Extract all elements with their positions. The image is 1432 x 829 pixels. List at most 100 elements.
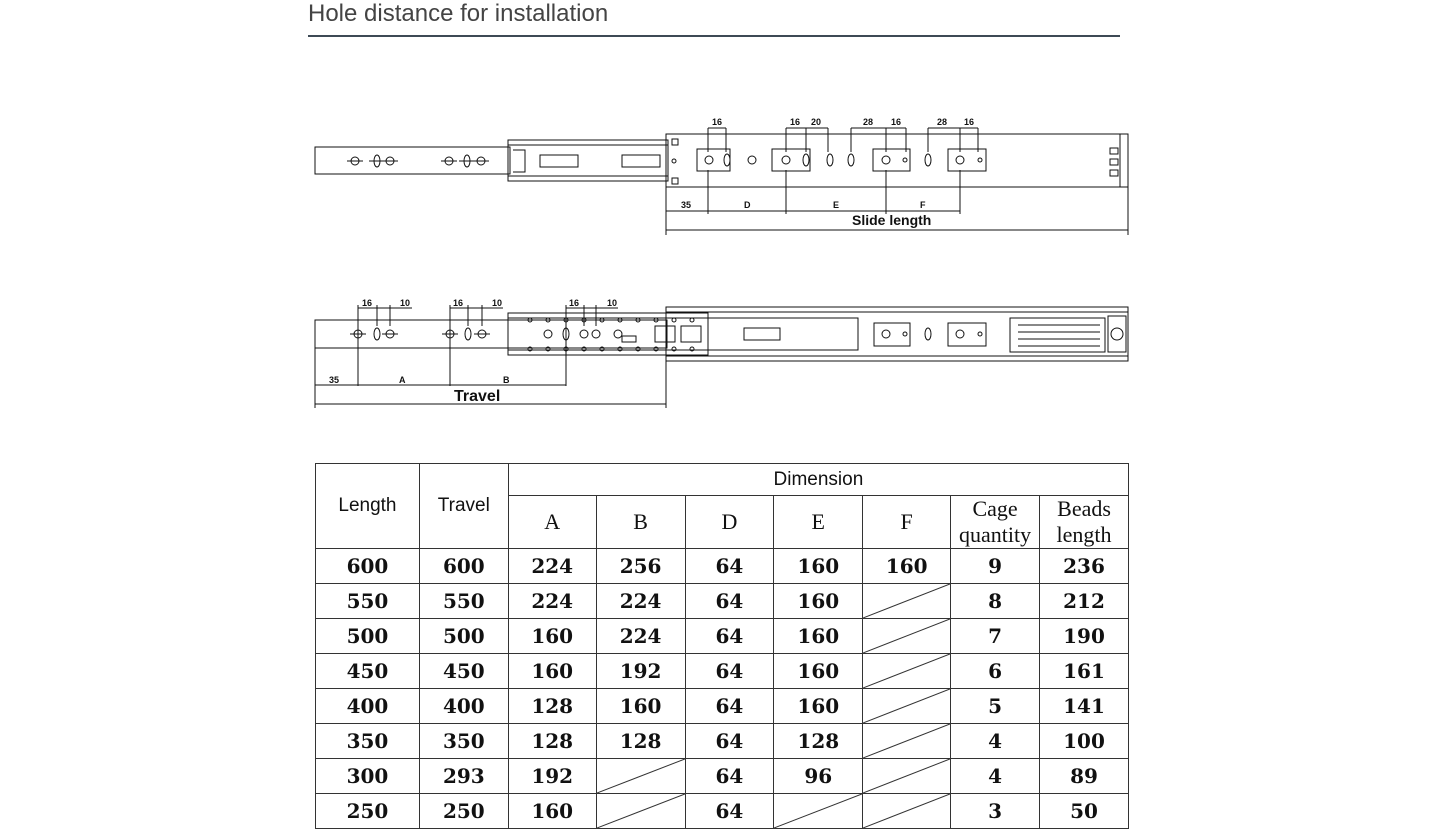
cell-d: 64 <box>684 688 775 724</box>
cell-b: 224 <box>595 618 686 654</box>
cell-d: 64 <box>684 653 775 689</box>
cell-a: 224 <box>507 548 597 584</box>
cell-beads: 190 <box>1039 618 1129 654</box>
header-beads-length: Beads length <box>1039 495 1129 549</box>
cell-length: 350 <box>315 723 420 759</box>
cell-cage: 6 <box>950 653 1041 689</box>
table-header-row: Length Travel Dimension <box>315 463 1130 549</box>
cell-b: 256 <box>595 548 686 584</box>
slide-length-label: Slide length <box>852 212 931 228</box>
cell-cage: 8 <box>950 583 1041 619</box>
empty-cell <box>862 723 952 759</box>
cell-a: 128 <box>507 723 597 759</box>
cell-d: 64 <box>684 583 775 619</box>
cell-length: 300 <box>315 758 420 794</box>
empty-cell <box>595 758 686 794</box>
header-b: B <box>595 495 686 549</box>
bottom-slide-drawing <box>314 306 1129 362</box>
cell-b: 192 <box>595 653 686 689</box>
dim-label: 16 <box>891 117 901 127</box>
cell-length: 600 <box>315 548 420 584</box>
cell-cage: 4 <box>950 758 1041 794</box>
dimension-table: Length Travel Dimension A B D E F Cage q… <box>315 463 1130 829</box>
table-subheader-row: A B D E F Cage quantity Beads length <box>316 495 1129 549</box>
empty-cell <box>862 793 952 829</box>
cell-a: 192 <box>507 758 597 794</box>
cell-d: 64 <box>684 618 775 654</box>
empty-cell <box>862 618 952 654</box>
cell-length: 550 <box>315 583 420 619</box>
cell-length: 250 <box>315 793 420 829</box>
dim-label: 10 <box>492 298 502 308</box>
cell-length: 450 <box>315 653 420 689</box>
cell-f: 160 <box>862 548 952 584</box>
cell-a: 160 <box>507 653 597 689</box>
dim-label: A <box>399 375 406 385</box>
empty-cell <box>862 688 952 724</box>
cell-e: 160 <box>773 618 864 654</box>
cell-b: 160 <box>595 688 686 724</box>
cell-travel: 250 <box>418 793 509 829</box>
cell-e: 160 <box>773 653 864 689</box>
cell-beads: 100 <box>1039 723 1129 759</box>
dim-label: B <box>503 375 510 385</box>
header-travel: Travel <box>418 463 509 549</box>
cell-travel: 450 <box>418 653 509 689</box>
header-f: F <box>862 495 952 549</box>
cell-b: 224 <box>595 583 686 619</box>
cell-travel: 400 <box>418 688 509 724</box>
empty-cell <box>862 583 952 619</box>
dim-label: 28 <box>863 117 873 127</box>
dim-label: 16 <box>569 298 579 308</box>
cell-cage: 5 <box>950 688 1041 724</box>
dim-label: 20 <box>811 117 821 127</box>
header-e: E <box>773 495 864 549</box>
cell-e: 160 <box>773 583 864 619</box>
top-dimension-lines <box>665 127 1129 235</box>
dim-label: 28 <box>937 117 947 127</box>
cell-travel: 350 <box>418 723 509 759</box>
empty-cell <box>862 758 952 794</box>
dim-label: F <box>920 200 926 210</box>
header-cage-quantity: Cage quantity <box>950 495 1041 549</box>
installation-drawing: 16 16 20 28 16 28 16 35 D E F Slide leng… <box>314 117 1129 408</box>
header-a: A <box>507 495 597 549</box>
header-dimension: Dimension <box>507 463 1130 496</box>
cell-travel: 600 <box>418 548 509 584</box>
top-slide-drawing <box>314 133 1129 188</box>
cell-beads: 236 <box>1039 548 1129 584</box>
cell-beads: 50 <box>1039 793 1129 829</box>
dim-label: D <box>744 200 751 210</box>
empty-cell <box>595 793 686 829</box>
cell-beads: 89 <box>1039 758 1129 794</box>
dim-label: E <box>833 200 839 210</box>
cell-cage: 3 <box>950 793 1041 829</box>
cell-length: 400 <box>315 688 420 724</box>
page-title: Hole distance for installation <box>308 0 609 27</box>
top-holes <box>347 153 983 168</box>
dim-label: 16 <box>712 117 722 127</box>
cell-d: 64 <box>684 548 775 584</box>
dim-label: 10 <box>607 298 617 308</box>
cell-e: 160 <box>773 548 864 584</box>
cell-e: 128 <box>773 723 864 759</box>
cell-beads: 161 <box>1039 653 1129 689</box>
cell-a: 160 <box>507 618 597 654</box>
cell-cage: 9 <box>950 548 1041 584</box>
cell-e: 96 <box>773 758 864 794</box>
cell-d: 64 <box>684 723 775 759</box>
dim-label: 16 <box>790 117 800 127</box>
cell-a: 128 <box>507 688 597 724</box>
header-length: Length <box>315 463 420 549</box>
cell-e: 160 <box>773 688 864 724</box>
empty-cell <box>773 793 864 829</box>
